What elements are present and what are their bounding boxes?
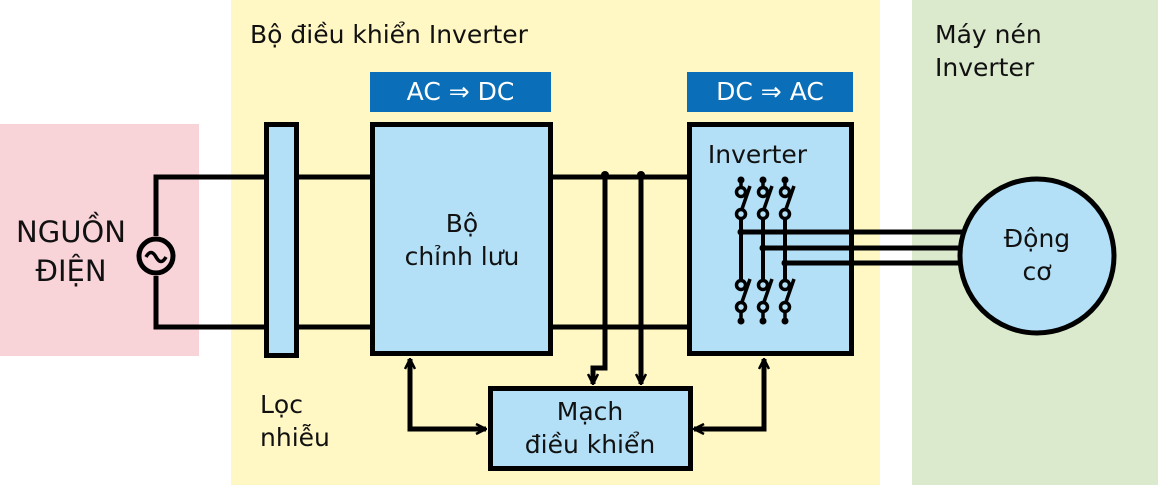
power-source-label-line2: ĐIỆN [35,254,107,288]
power-source-label: NGUỒN ĐIỆN [6,213,136,291]
rectifier-label-line2: chỉnh lưu [404,242,520,271]
control-signal-arrows [410,359,764,429]
upper-switch-contact [778,185,792,199]
rectifier-label: Bộ chỉnh lưu [372,207,552,273]
motor-wires [741,229,965,266]
motor-label-line1: Động [1003,224,1071,253]
lower-switch-contact [756,278,770,292]
terminal-dot [759,317,767,325]
noise-filter-block [264,122,299,358]
upper-switch-blade [784,185,796,210]
junction-dot [601,171,609,179]
inverter-block [687,122,854,356]
controller-title: Bộ điều khiển Inverter [250,20,528,49]
upper-switch-blade [740,185,752,210]
inverter-label: Inverter [707,140,808,169]
power-source-label-line1: NGUỒN [16,215,126,249]
filter-label: Lọc nhiễu [260,388,330,454]
junction-dot [637,171,645,179]
control-circuit-label-line2: điều khiển [524,430,656,459]
motor-label-line2: cơ [1022,257,1052,286]
control-circuit-label-line1: Mạch [556,397,624,426]
upper-switch-blade [762,185,774,210]
lower-switch-contact [778,278,792,292]
dc-bus-wires [551,174,689,384]
compressor-title-line1: Máy nén [935,20,1042,49]
terminal-dot [737,317,745,325]
lower-switch-blade [740,278,752,303]
lower-switch-blade [784,278,796,303]
phase-tap-dot [737,228,745,236]
filter-label-line2: nhiễu [260,423,330,452]
ac-source-icon [136,236,176,276]
phase-tap-dot [781,259,789,267]
control-circuit-label: Mạch điều khiển [490,395,690,461]
phase-tap-dot [759,244,767,252]
upper-switch-contact [756,185,770,199]
motor-circle [957,176,1117,336]
control-circuit-block [488,386,693,471]
ac-dc-tag: AC ⇒ DC [370,72,551,112]
rectifier-label-line1: Bộ [445,209,479,238]
dc-ac-tag: DC ⇒ AC [687,72,853,112]
compressor-title: Máy nén Inverter [935,18,1042,84]
upper-switch-contact [734,185,748,199]
power-wires [153,174,266,330]
terminal-dot [781,317,789,325]
filter-label-line1: Lọc [260,390,303,419]
rectifier-block [370,122,553,356]
motor-label: Động cơ [977,222,1097,288]
compressor-title-line2: Inverter [935,53,1035,82]
switch-bridge-icon [734,176,796,325]
lower-switch-blade [762,278,774,303]
lower-switch-contact [734,278,748,292]
filter-output-wires [298,174,372,330]
